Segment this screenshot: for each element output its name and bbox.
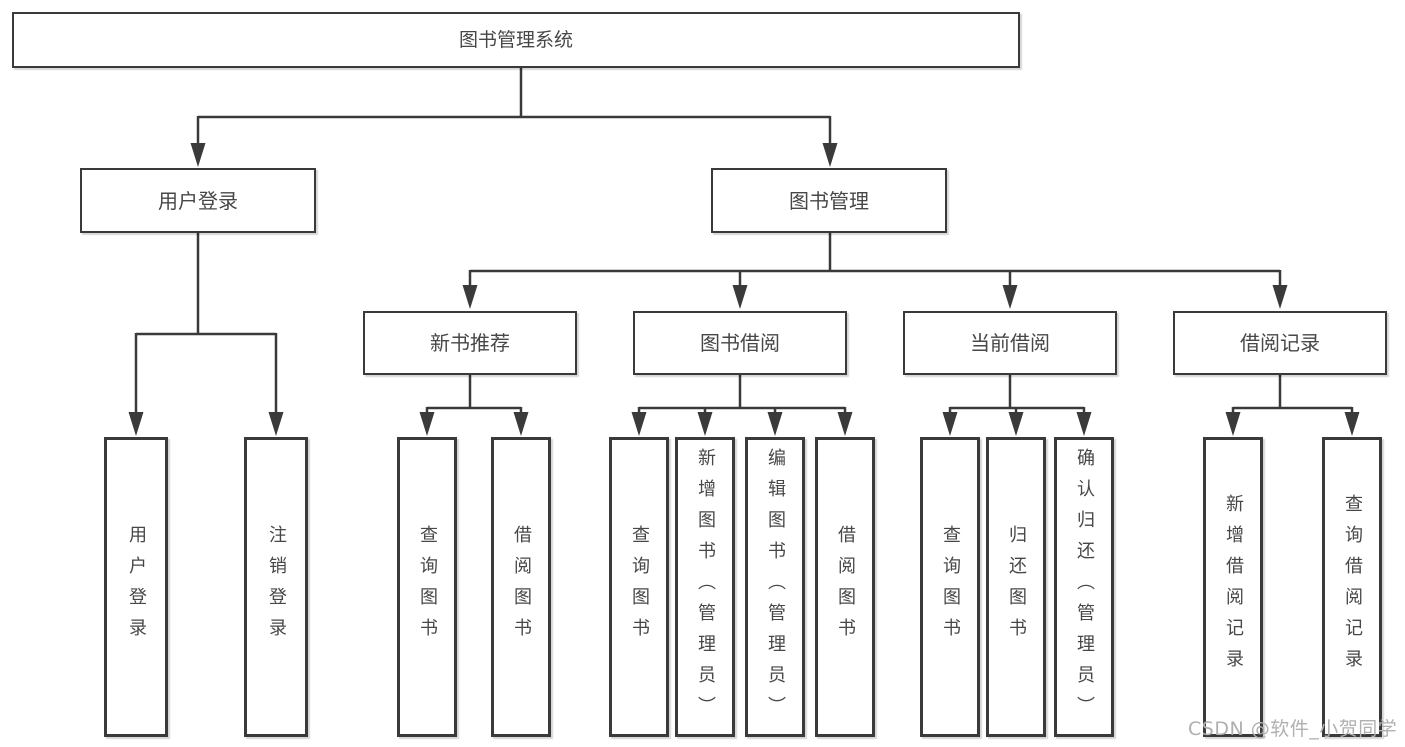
arrowhead-icon bbox=[462, 285, 478, 309]
leaf-borrow-add-books-admin: 新增图书（管理员） bbox=[675, 437, 735, 737]
leaf-newbook-query-books: 查询图书 bbox=[397, 437, 457, 737]
arrowhead-icon bbox=[128, 412, 144, 436]
arrowhead-icon bbox=[1008, 412, 1024, 436]
node-current-borrow: 当前借阅 bbox=[903, 311, 1117, 375]
leaf-user-login: 用户登录 bbox=[104, 437, 168, 737]
leaf-current-confirm-return-admin: 确认归还（管理员） bbox=[1054, 437, 1114, 737]
node-book-borrow: 图书借阅 bbox=[633, 311, 847, 375]
arrowhead-icon bbox=[1344, 412, 1360, 436]
leaf-logout: 注销登录 bbox=[244, 437, 308, 737]
arrowhead-icon bbox=[732, 285, 748, 309]
arrowhead-icon bbox=[1076, 412, 1092, 436]
arrowhead-icon bbox=[190, 143, 206, 167]
leaf-current-query-books: 查询图书 bbox=[920, 437, 980, 737]
node-borrow-records: 借阅记录 bbox=[1173, 311, 1387, 375]
arrowhead-icon bbox=[822, 143, 838, 167]
arrowhead-icon bbox=[767, 412, 783, 436]
leaf-borrow-borrow-books: 借阅图书 bbox=[815, 437, 875, 737]
arrowhead-icon bbox=[268, 412, 284, 436]
arrowhead-icon bbox=[837, 412, 853, 436]
arrowhead-icon bbox=[1272, 285, 1288, 309]
node-new-book-recommend: 新书推荐 bbox=[363, 311, 577, 375]
arrowhead-icon bbox=[513, 412, 529, 436]
leaf-borrow-edit-books-admin: 编辑图书（管理员） bbox=[745, 437, 805, 737]
leaf-records-add-record: 新增借阅记录 bbox=[1203, 437, 1263, 737]
watermark: CSDN @软件_小贺同学 bbox=[1188, 718, 1398, 740]
arrowhead-icon bbox=[631, 412, 647, 436]
node-user-login: 用户登录 bbox=[80, 168, 316, 233]
arrowhead-icon bbox=[419, 412, 435, 436]
leaf-borrow-query-books: 查询图书 bbox=[609, 437, 669, 737]
node-root: 图书管理系统 bbox=[12, 12, 1020, 68]
arrowhead-icon bbox=[697, 412, 713, 436]
leaf-newbook-borrow-books: 借阅图书 bbox=[491, 437, 551, 737]
node-book-management: 图书管理 bbox=[711, 168, 947, 233]
leaf-records-query-record: 查询借阅记录 bbox=[1322, 437, 1382, 737]
leaf-current-return-books: 归还图书 bbox=[986, 437, 1046, 737]
arrowhead-icon bbox=[1225, 412, 1241, 436]
arrowhead-icon bbox=[942, 412, 958, 436]
arrowhead-icon bbox=[1002, 285, 1018, 309]
